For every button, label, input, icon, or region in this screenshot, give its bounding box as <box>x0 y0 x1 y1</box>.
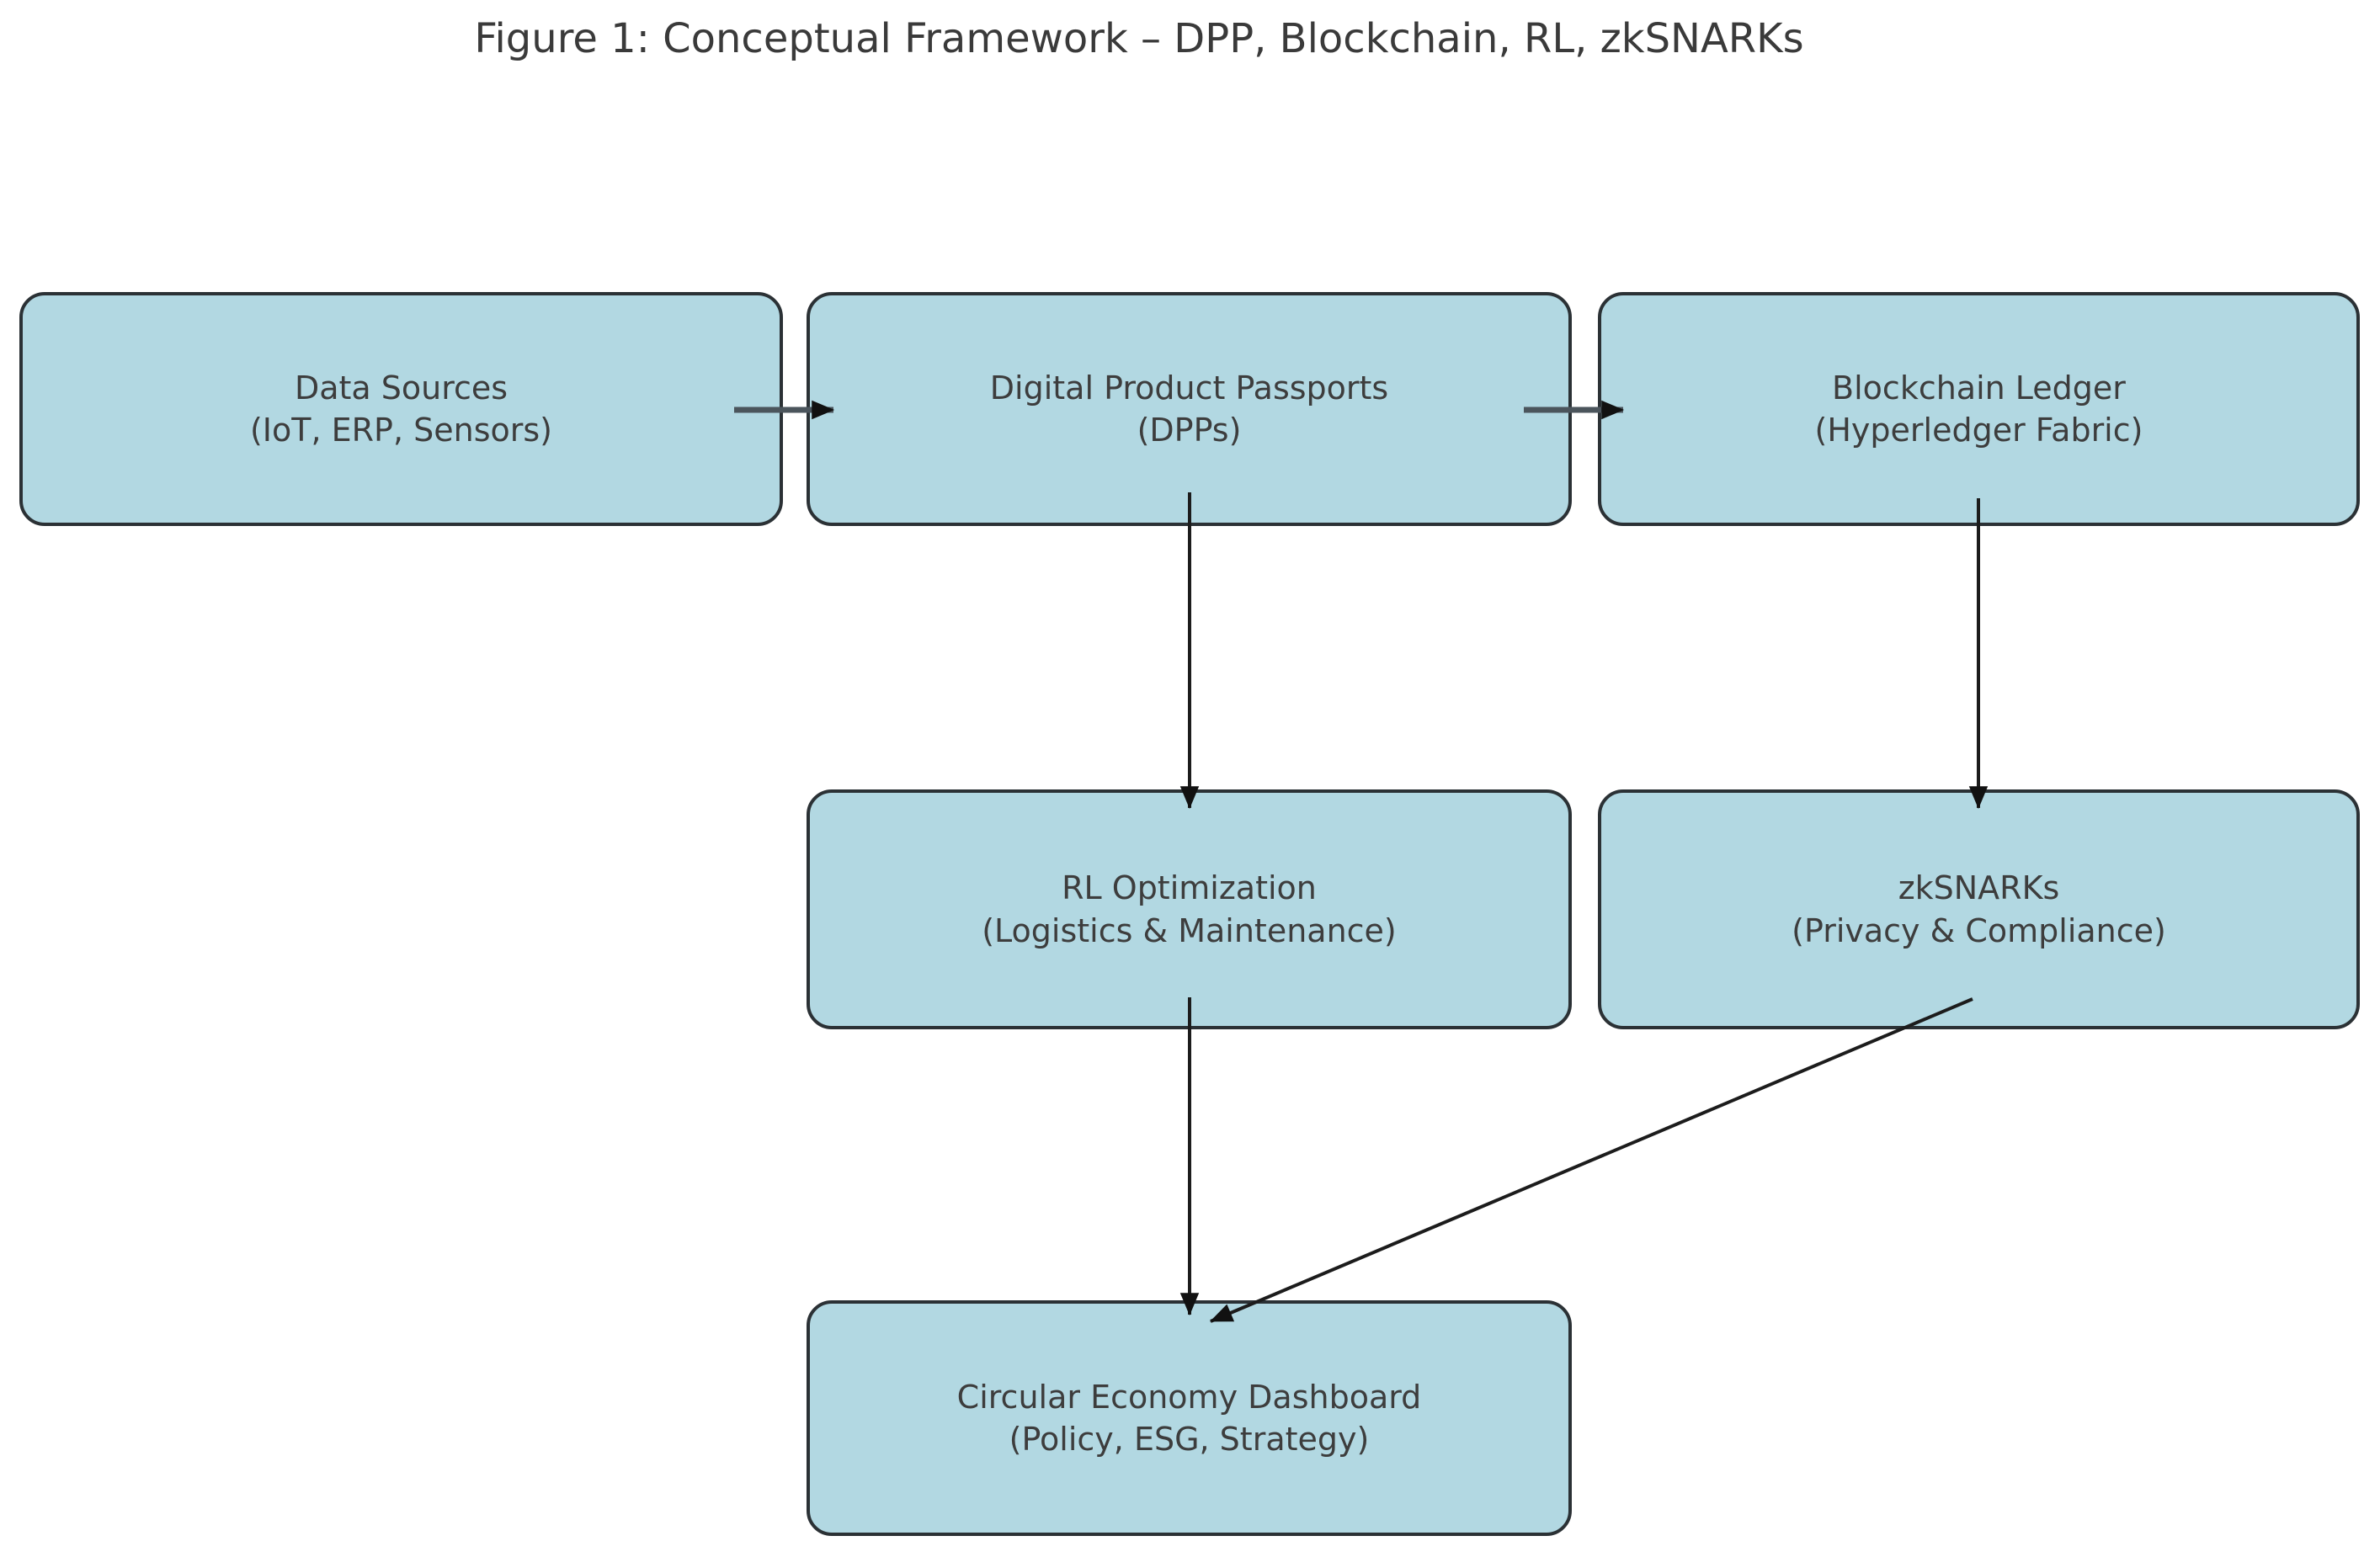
node-data-sources-line1: Data Sources <box>294 369 508 407</box>
node-dashboard-line1: Circular Economy Dashboard <box>956 1378 1422 1416</box>
node-digital-product-passports: Digital Product Passports (DPPs) <box>807 292 1572 526</box>
node-circular-economy-dashboard: Circular Economy Dashboard (Policy, ESG,… <box>807 1300 1572 1536</box>
node-dpp-line2: (DPPs) <box>1137 412 1242 449</box>
node-blockchain-ledger: Blockchain Ledger (Hyperledger Fabric) <box>1598 292 2360 526</box>
node-dpp-line1: Digital Product Passports <box>989 369 1389 407</box>
node-blockchain-line2: (Hyperledger Fabric) <box>1814 412 2143 449</box>
node-zksnarks-line1: zkSNARKs <box>1898 869 2060 907</box>
figure-title: Figure 1: Conceptual Framework – DPP, Bl… <box>474 15 1804 62</box>
node-zksnarks: zkSNARKs (Privacy & Compliance) <box>1598 789 2360 1029</box>
node-data-sources-line2: (IoT, ERP, Sensors) <box>249 412 552 449</box>
arrow-zksnarks-to-dashboard <box>1209 997 1973 1323</box>
node-rl-line2: (Logistics & Maintenance) <box>982 911 1397 949</box>
node-dashboard-line2: (Policy, ESG, Strategy) <box>1009 1421 1370 1458</box>
node-blockchain-line1: Blockchain Ledger <box>1832 369 2126 407</box>
node-data-sources: Data Sources (IoT, ERP, Sensors) <box>19 292 783 526</box>
node-rl-line1: RL Optimization <box>1062 869 1317 907</box>
node-zksnarks-line2: (Privacy & Compliance) <box>1792 911 2166 949</box>
node-rl-optimization: RL Optimization (Logistics & Maintenance… <box>807 789 1572 1029</box>
